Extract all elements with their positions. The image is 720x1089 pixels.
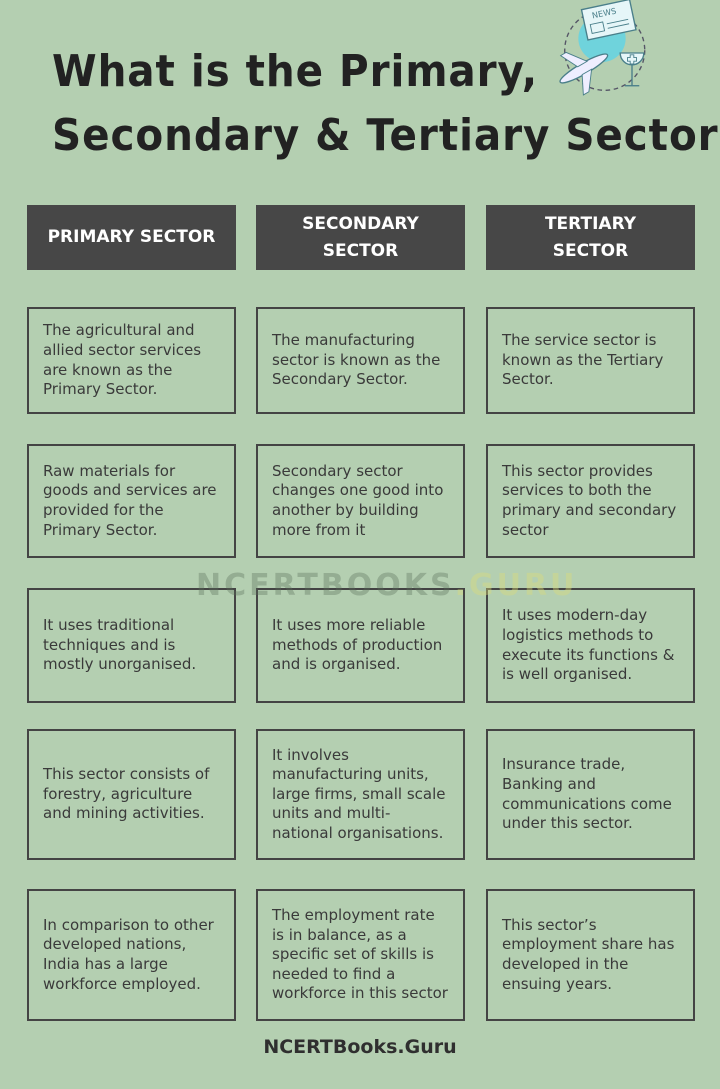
watermark-main: NCERTBOOKS bbox=[196, 568, 455, 603]
table-cell: This sector’s employment share has devel… bbox=[486, 889, 695, 1021]
news-travel-health-icon: NEWS bbox=[559, 0, 646, 96]
page-title: What is the Primary, Secondary & Tertiar… bbox=[52, 40, 720, 168]
table-cell: It uses more reliable methods of product… bbox=[256, 588, 465, 703]
news-label: NEWS bbox=[591, 6, 617, 21]
header-tertiary-sector: TERTIARY SECTOR bbox=[486, 205, 695, 270]
table-cell: It uses traditional techniques and is mo… bbox=[27, 588, 236, 703]
table-cell: The employment rate is in balance, as a … bbox=[256, 889, 465, 1021]
footer-site-name: NCERTBooks.Guru bbox=[263, 1036, 457, 1058]
header-primary-sector: PRIMARY SECTOR bbox=[27, 205, 236, 270]
table-cell: Secondary sector changes one good into a… bbox=[256, 444, 465, 558]
table-cell: The service sector is known as the Terti… bbox=[486, 307, 695, 414]
table-cell: It involves manufacturing units, large f… bbox=[256, 729, 465, 860]
table-cell: The agricultural and allied sector servi… bbox=[27, 307, 236, 414]
table-cell: This sector provides services to both th… bbox=[486, 444, 695, 558]
watermark-suffix: .GURU bbox=[454, 568, 578, 603]
title-line-2: Secondary & Tertiary Sectors bbox=[52, 110, 720, 161]
table-cell: It uses modern-day logistics methods to … bbox=[486, 588, 695, 703]
table-cell: In comparison to other developed nations… bbox=[27, 889, 236, 1021]
table-cell: The manufacturing sector is known as the… bbox=[256, 307, 465, 414]
watermark: NCERTBOOKS.GURU bbox=[196, 568, 577, 603]
table-cell: Raw materials for goods and services are… bbox=[27, 444, 236, 558]
title-line-1: What is the Primary, bbox=[52, 46, 539, 97]
header-secondary-sector: SECONDARY SECTOR bbox=[256, 205, 465, 270]
table-cell: Insurance trade, Banking and communicati… bbox=[486, 729, 695, 860]
table-cell: This sector consists of forestry, agricu… bbox=[27, 729, 236, 860]
